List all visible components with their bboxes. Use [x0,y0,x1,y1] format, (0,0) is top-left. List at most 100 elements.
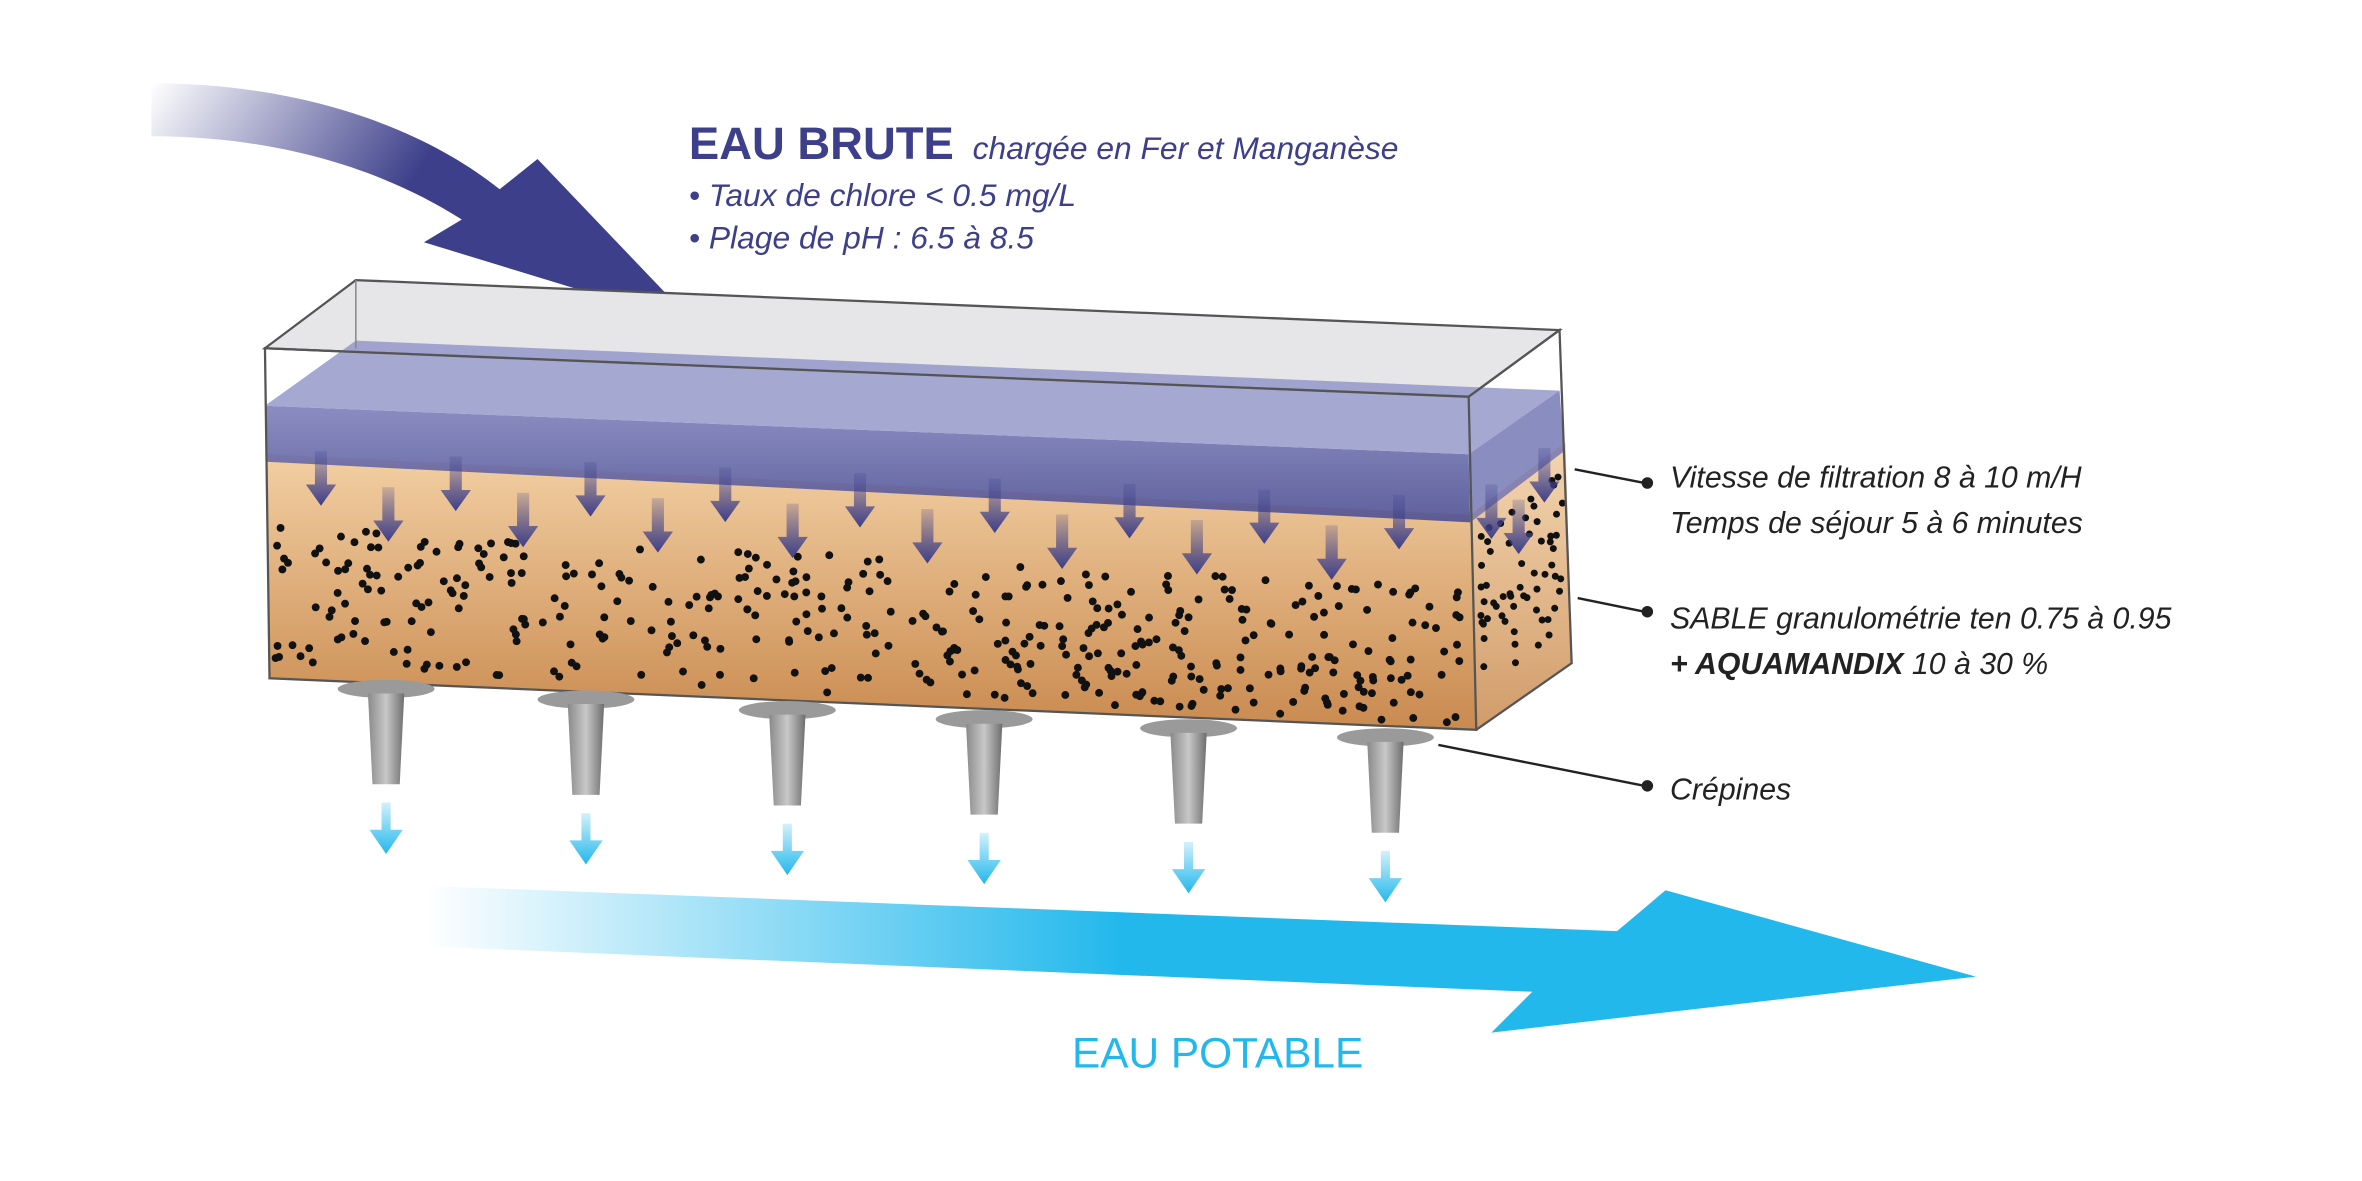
sand-grain [1374,580,1382,589]
filtration-arrows [305,448,1560,580]
sand-grain [1264,670,1273,679]
sand-grain [402,659,411,668]
sand-grain [969,607,978,616]
sand-grain [1311,664,1320,673]
filtration-arrow [305,451,337,506]
sand-grain [389,648,398,656]
strainer-flange [935,710,1033,729]
sand-grain [1557,575,1565,583]
svg-text:+ AQUAMANDIX 10 à 30 %: + AQUAMANDIX 10 à 30 % [1670,648,2048,681]
sand-grain [856,673,865,682]
sand-grain [275,653,283,661]
sand-grain [1556,587,1564,595]
sand-grain [555,672,564,681]
sand-grain [1516,583,1524,591]
sand-grain [1211,572,1220,581]
sand-grain [424,598,433,607]
sand-grain [278,565,287,574]
sand-grain [1553,510,1560,518]
sand-grain [743,605,752,614]
sand-grain [1442,718,1451,727]
sand-grain [1499,593,1507,601]
sand-grain [843,613,852,622]
sand-grain [1035,621,1044,629]
sand-grain [1554,473,1562,481]
sand-grain [1479,620,1487,628]
sand-grain [1162,580,1171,589]
sand-grain [1289,698,1298,706]
sand-grain [814,633,823,642]
sand-label: SABLE granulométrie ten 0.75 à 0.95 [1670,602,2172,635]
sand-grain [366,570,374,579]
sand-grain [1237,605,1246,613]
sand-grain [707,590,716,599]
sand-grain [1113,667,1122,676]
sand-grain [1297,664,1306,673]
sand-grain [908,616,917,625]
sand-grain [865,587,874,596]
sand-grain [499,553,508,562]
sand-grain [1386,657,1395,666]
sand-grain [521,620,530,629]
sand-grain [703,642,712,651]
sand-grain [349,630,358,638]
sand-grain [512,637,521,646]
sand-grain [325,612,334,621]
sand-grain [626,617,635,626]
sand-grain [1061,691,1070,699]
sand-grain [588,570,596,579]
sand-grain [793,552,802,561]
sand-grain [1338,706,1347,715]
sand-grain [380,618,389,627]
sand-grain [993,639,1002,648]
sand-grain [1547,532,1555,540]
sand-grain [1012,651,1020,660]
sand-grain [1527,495,1535,503]
sand-grain [1220,585,1229,594]
sand-grain [1224,684,1232,693]
filtration-arrow [575,462,606,517]
filtration-arrow [440,456,471,512]
sand-grain [1028,689,1037,698]
filtration-arrow [1476,484,1507,540]
sand-grain [517,569,526,578]
sand-grain [1437,670,1446,679]
sand-grain [1080,683,1089,692]
sand-grain [1113,600,1122,609]
sand-grain [1104,604,1113,613]
sand-grain [1216,691,1225,700]
sand-grain [864,673,872,682]
sand-grain [1530,569,1538,577]
sand-grain [1510,628,1518,636]
filtration-arrow [1047,514,1078,569]
outflow-arrow [1171,841,1206,894]
sand-grain [1405,590,1414,599]
sand-grain [1187,702,1196,710]
sand-grain [333,588,342,597]
sand-grain [377,586,386,595]
sand-grain [1552,531,1560,539]
sand-grain [613,597,622,606]
sand-grain [474,544,483,553]
sand-grain [448,589,457,598]
strainer-flange [1336,728,1434,747]
filtration-arrow [1503,499,1534,555]
sand-grain [1016,563,1025,571]
sand-grain [1408,618,1417,627]
sand-grain [1127,587,1135,596]
sand-grain [1482,581,1490,589]
sand-grain [1285,630,1294,639]
sand-grain [1364,647,1373,656]
sand-grain [273,641,282,650]
sand-grain [1059,635,1068,644]
sand-grain [1020,639,1029,648]
sand-grain [518,614,526,623]
sand-grain [1477,612,1485,619]
sand-grain [648,582,657,591]
sand-grain [990,690,999,699]
sand-grain [1145,613,1153,622]
sand-grain [1164,572,1172,580]
sand-grain [426,628,435,637]
sand-grain [790,592,799,601]
sand-grain [1330,656,1339,665]
